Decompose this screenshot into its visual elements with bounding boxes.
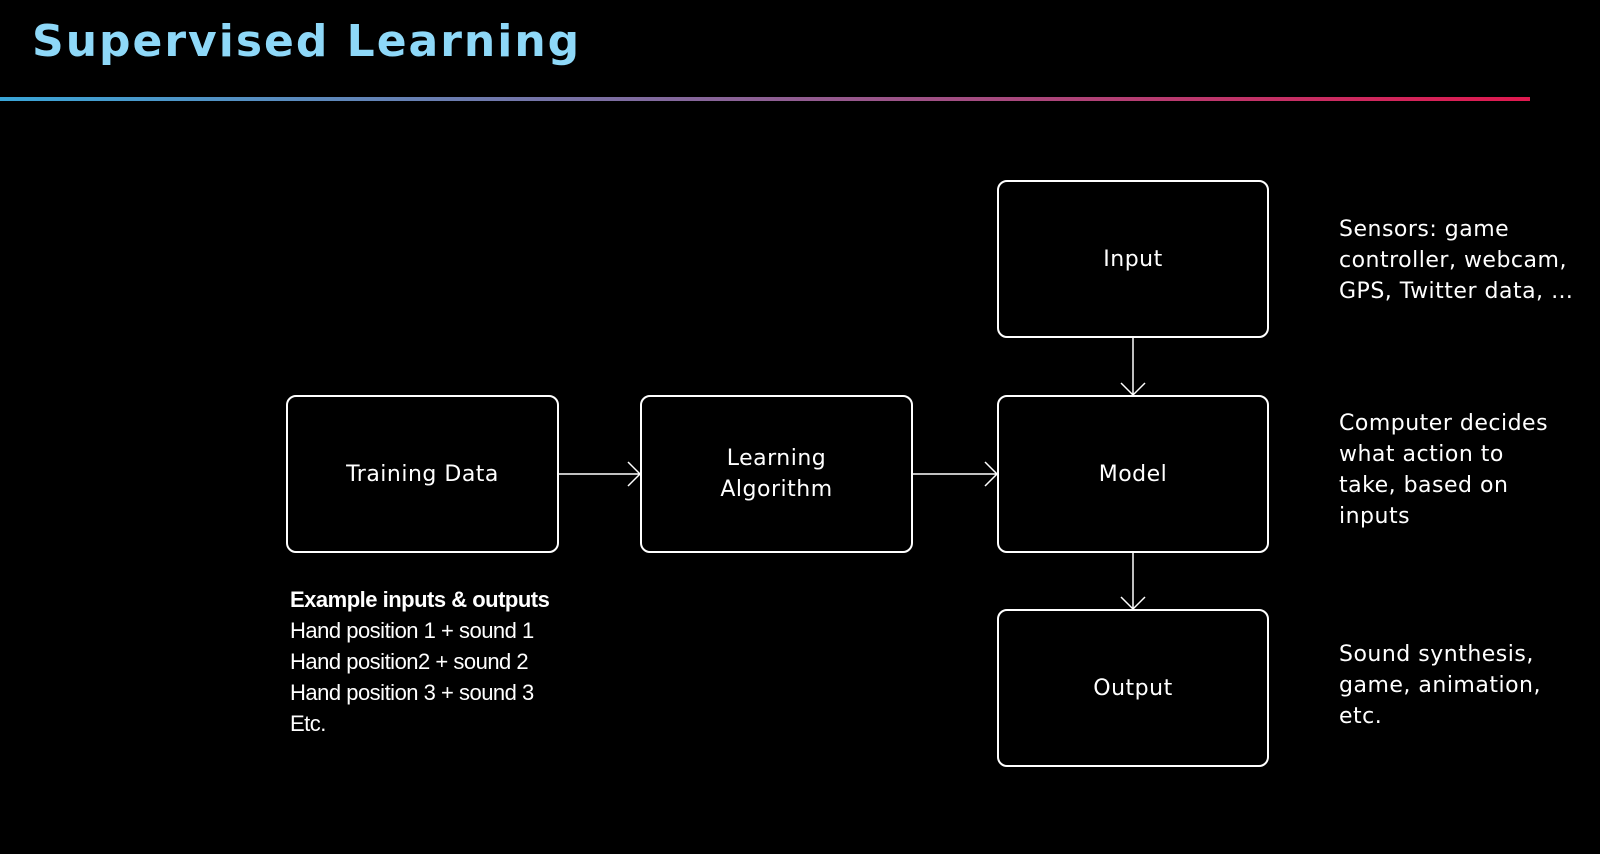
edge-model-to-output <box>1120 553 1146 611</box>
annotation-line: GPS, Twitter data, … <box>1339 279 1574 304</box>
arrowhead-icon <box>984 461 999 487</box>
output-node-label: Output <box>1093 673 1172 704</box>
edge-learning-algorithm-to-model <box>913 461 999 487</box>
edge-input-to-model <box>1120 338 1146 397</box>
model-node-label: Model <box>1099 459 1168 490</box>
training-example-line: Etc. <box>290 711 326 736</box>
output-annotation: Sound synthesis, game, animation, etc. <box>1339 639 1579 732</box>
slide-title: Supervised Learning <box>32 16 582 67</box>
learning-algorithm-node-label-line: Learning <box>726 446 827 471</box>
learning-algorithm-node-label: Learning Algorithm <box>720 443 832 505</box>
arrowhead-icon <box>1120 596 1146 611</box>
annotation-line: etc. <box>1339 704 1383 729</box>
title-divider <box>0 97 1530 101</box>
learning-algorithm-node: Learning Algorithm <box>640 395 913 553</box>
training-example-line: Hand position2 + sound 2 <box>290 649 529 674</box>
input-node: Input <box>997 180 1269 338</box>
training-data-node-label-line: Training Data <box>346 461 499 487</box>
training-data-node-label: Training Data <box>346 459 499 490</box>
training-examples-heading: Example inputs & outputs <box>290 587 550 612</box>
input-annotation: Sensors: game controller, webcam, GPS, T… <box>1339 214 1600 307</box>
training-example-line: Hand position 1 + sound 1 <box>290 618 534 643</box>
annotation-line: Computer decides <box>1339 411 1549 436</box>
output-node: Output <box>997 609 1269 767</box>
annotation-line: game, animation, <box>1339 673 1541 698</box>
input-node-label-line: Input <box>1103 246 1163 272</box>
learning-algorithm-node-label-line: Algorithm <box>720 477 833 502</box>
model-node: Model <box>997 395 1269 553</box>
annotation-line: Sound synthesis, <box>1339 642 1534 667</box>
annotation-line: take, based on <box>1339 473 1509 498</box>
input-node-label: Input <box>1103 244 1162 275</box>
output-node-label-line: Output <box>1093 675 1173 701</box>
arrowhead-icon <box>1120 382 1146 397</box>
annotation-line: controller, webcam, <box>1339 248 1567 273</box>
annotation-line: what action to <box>1339 442 1504 467</box>
training-data-node: Training Data <box>286 395 559 553</box>
edge-training-data-to-learning-algorithm <box>559 461 642 487</box>
model-annotation: Computer decides what action to take, ba… <box>1339 408 1579 532</box>
model-node-label-line: Model <box>1098 461 1168 487</box>
training-example-line: Hand position 3 + sound 3 <box>290 680 534 705</box>
annotation-line: Sensors: game <box>1339 217 1510 242</box>
training-examples: Example inputs & outputs Hand position 1… <box>290 584 610 739</box>
arrowhead-icon <box>627 461 642 487</box>
annotation-line: inputs <box>1339 504 1411 529</box>
